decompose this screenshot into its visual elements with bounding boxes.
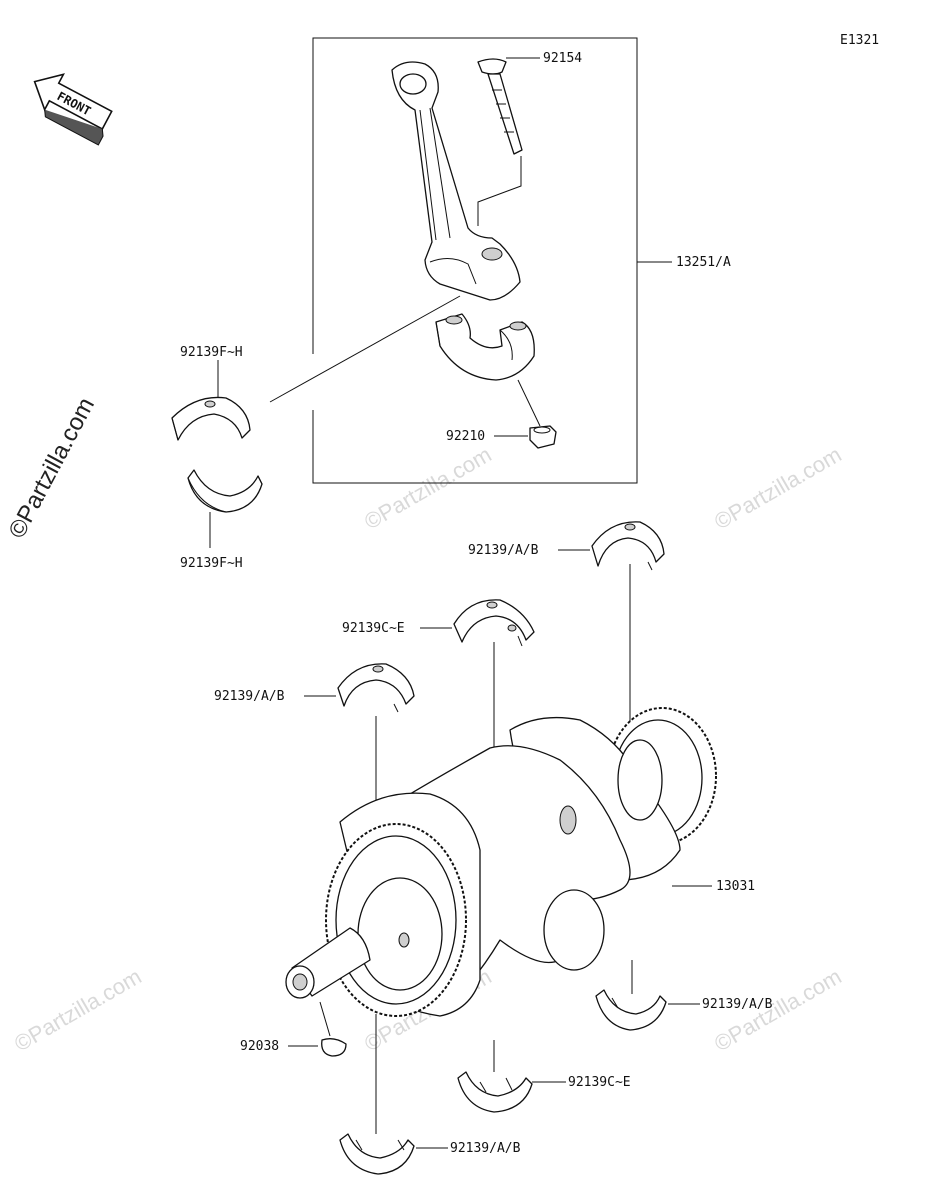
callout-92139f-h-upper: 92139F~H — [180, 345, 243, 360]
main-bearing-upper-right — [591, 521, 665, 571]
rod-cap — [435, 313, 535, 381]
watermark-tile: ©Partzilla.com — [10, 964, 146, 1057]
callout-13031: 13031 — [716, 879, 755, 894]
callout-13251-a: 13251/A — [676, 255, 731, 270]
main-bearing-lower-bottom — [339, 1133, 415, 1175]
rod-bolt — [477, 58, 523, 226]
figure-code: E1321 — [840, 33, 879, 48]
main-bearing-upper-left — [337, 663, 415, 713]
callout-92139-a-b-upper-right: 92139/A/B — [468, 543, 539, 558]
callout-92139-a-b-lower-right: 92139/A/B — [702, 997, 773, 1012]
callout-92139-a-b-upper-left: 92139/A/B — [214, 689, 285, 704]
rod-nut — [517, 379, 557, 449]
front-arrow-icon: FRONT — [33, 73, 113, 146]
watermark-tile: ©Partzilla.com — [710, 442, 846, 535]
woodruff-key — [319, 1001, 347, 1057]
callout-92139f-h-lower: 92139F~H — [180, 556, 243, 571]
rod-bearing-upper — [171, 396, 251, 441]
main-bearing-upper-center — [453, 599, 535, 647]
rod-bearing-lower — [187, 469, 263, 513]
callout-92139c-e-lower: 92139C~E — [568, 1075, 631, 1090]
callout-92210: 92210 — [446, 429, 485, 444]
crankshaft — [285, 707, 717, 1017]
callout-92154: 92154 — [543, 51, 582, 66]
connecting-rod-assy-bracket — [312, 37, 672, 484]
callout-92038: 92038 — [240, 1039, 279, 1054]
callout-92139-a-b-lower-bottom: 92139/A/B — [450, 1141, 521, 1156]
main-bearing-lower-right — [595, 989, 667, 1031]
connecting-rod — [391, 61, 521, 301]
watermark-tile: ©Partzilla.com — [360, 442, 496, 535]
leader-rod-bearing — [269, 295, 461, 403]
callout-92139c-e-upper: 92139C~E — [342, 621, 405, 636]
main-bearing-lower-center — [457, 1071, 533, 1113]
watermark-left-vertical: ©Partzilla.com — [3, 393, 100, 543]
